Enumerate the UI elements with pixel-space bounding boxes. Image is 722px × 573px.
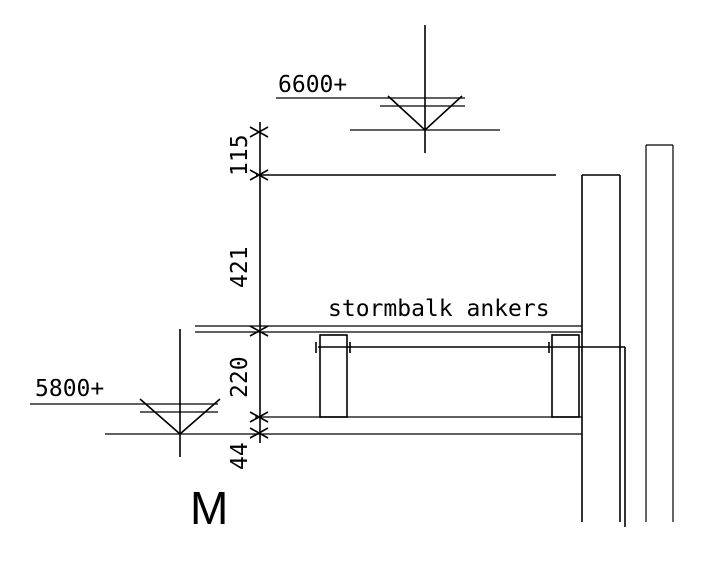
dimension-220: 220 — [227, 356, 253, 398]
storm-beam-label: stormbalk ankers — [328, 296, 550, 322]
level-label-6600: 6600+ — [278, 72, 347, 98]
level-marker-5800: 5800+ — [30, 329, 255, 457]
dimension-44: 44 — [227, 442, 253, 470]
dimension-421: 421 — [227, 246, 253, 288]
storm-beam: stormbalk ankers — [315, 296, 626, 527]
dimension-115: 115 — [227, 134, 253, 176]
level-marker-6600: 6600+ — [276, 25, 500, 153]
anchor-right — [551, 334, 580, 418]
wall-columns — [581, 144, 674, 522]
anchor-left — [319, 334, 348, 418]
reference-lines — [195, 174, 582, 435]
level-label-5800: 5800+ — [35, 376, 104, 402]
section-mark: M — [190, 482, 228, 534]
